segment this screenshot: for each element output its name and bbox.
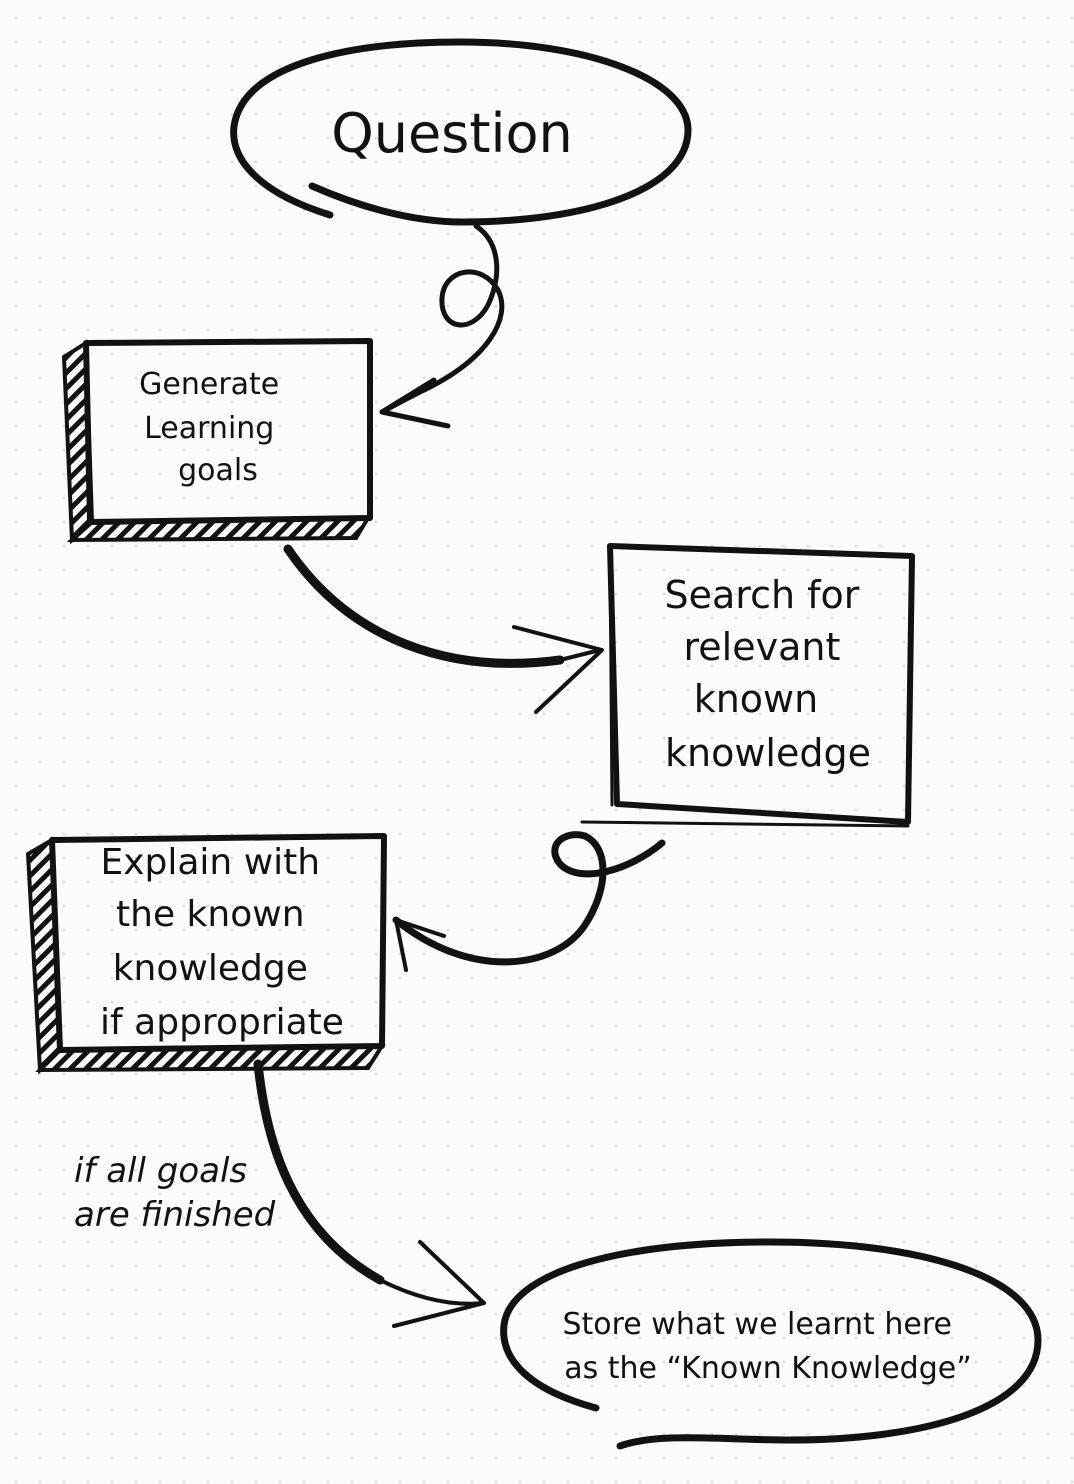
- question-label: Question: [331, 102, 573, 165]
- arrow-explain-to-store: [253, 1059, 486, 1328]
- arrow-question-to-goals: [379, 223, 505, 429]
- search-node: Search for relevant known knowledge: [580, 543, 915, 828]
- arrow-goals-to-search: [283, 544, 604, 714]
- generate-goals-label: Generate Learning goals: [139, 367, 289, 488]
- edge-label-goals-finished: if all goals are finished: [74, 1151, 276, 1235]
- store-node: Store what we learnt here as the “Known …: [500, 1238, 1042, 1450]
- arrow-search-to-explain: [392, 831, 666, 972]
- search-label: Search for relevant known knowledge: [665, 573, 872, 775]
- explain-node: Explain with the known knowledge if appr…: [25, 833, 387, 1075]
- generate-goals-node: Generate Learning goals: [61, 338, 373, 545]
- question-node: Question: [230, 38, 692, 226]
- store-label: Store what we learnt here as the “Known …: [562, 1307, 971, 1386]
- explain-label: Explain with the known knowledge if appr…: [100, 842, 344, 1043]
